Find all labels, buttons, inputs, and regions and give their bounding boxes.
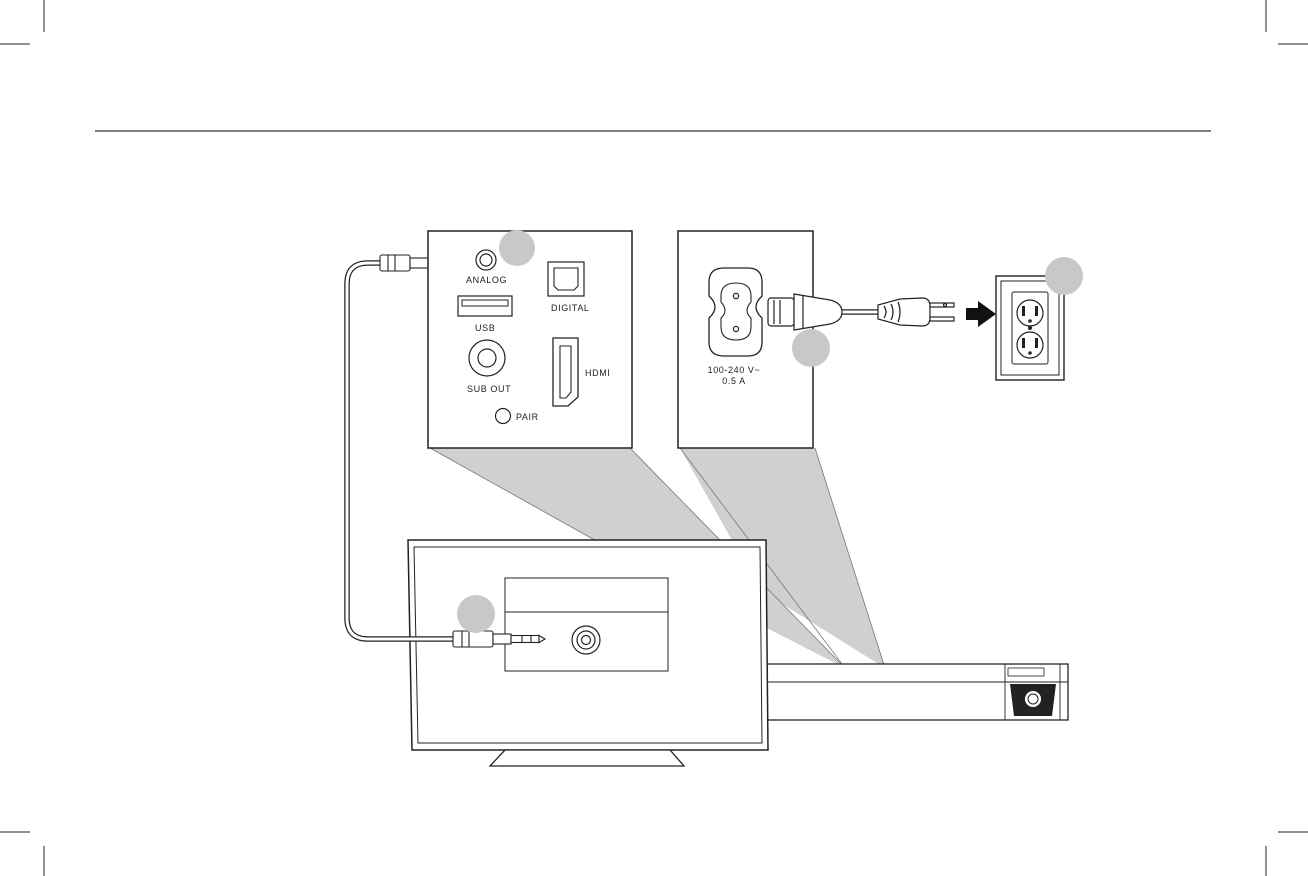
hdmi-label: HDMI <box>585 368 610 378</box>
logo-badge <box>1025 691 1041 707</box>
wall-plug <box>878 298 954 326</box>
tv-port-panel <box>505 578 668 671</box>
usb-label: USB <box>475 323 495 333</box>
analog-label: ANALOG <box>466 275 507 285</box>
sub-out-jack <box>469 340 505 376</box>
callout-power-inlet <box>792 329 830 367</box>
callout-tv-out <box>457 595 495 633</box>
outlet-receptacle-bottom <box>1017 332 1043 358</box>
digital-optical-port <box>548 262 584 296</box>
pair-label: PAIR <box>516 412 539 422</box>
usb-port <box>458 296 512 316</box>
outlet-receptacle-top <box>1017 300 1043 326</box>
sub-out-label: SUB OUT <box>467 384 511 394</box>
power-connector-c7 <box>768 294 842 330</box>
current-label: 0.5 A <box>722 376 746 386</box>
hdmi-port <box>553 338 578 406</box>
analog-jack <box>476 250 496 270</box>
soundbar <box>760 664 1068 720</box>
pair-button <box>496 409 511 424</box>
power-inlet <box>709 268 762 356</box>
rear-connector-panel: ANALOG DIGITAL USB HDMI SUB OUT PAIR <box>428 231 632 448</box>
digital-label: DIGITAL <box>551 303 590 313</box>
callout-analog <box>499 230 535 266</box>
power-panel: 100-240 V~ 0.5 A <box>678 231 813 448</box>
voltage-label: 100-240 V~ <box>708 365 761 375</box>
insert-arrow <box>966 301 996 327</box>
tv-stand-base <box>490 750 684 766</box>
tv-audio-out-jack <box>572 626 600 654</box>
tv <box>408 540 768 766</box>
callout-wall-outlet <box>1045 257 1083 295</box>
